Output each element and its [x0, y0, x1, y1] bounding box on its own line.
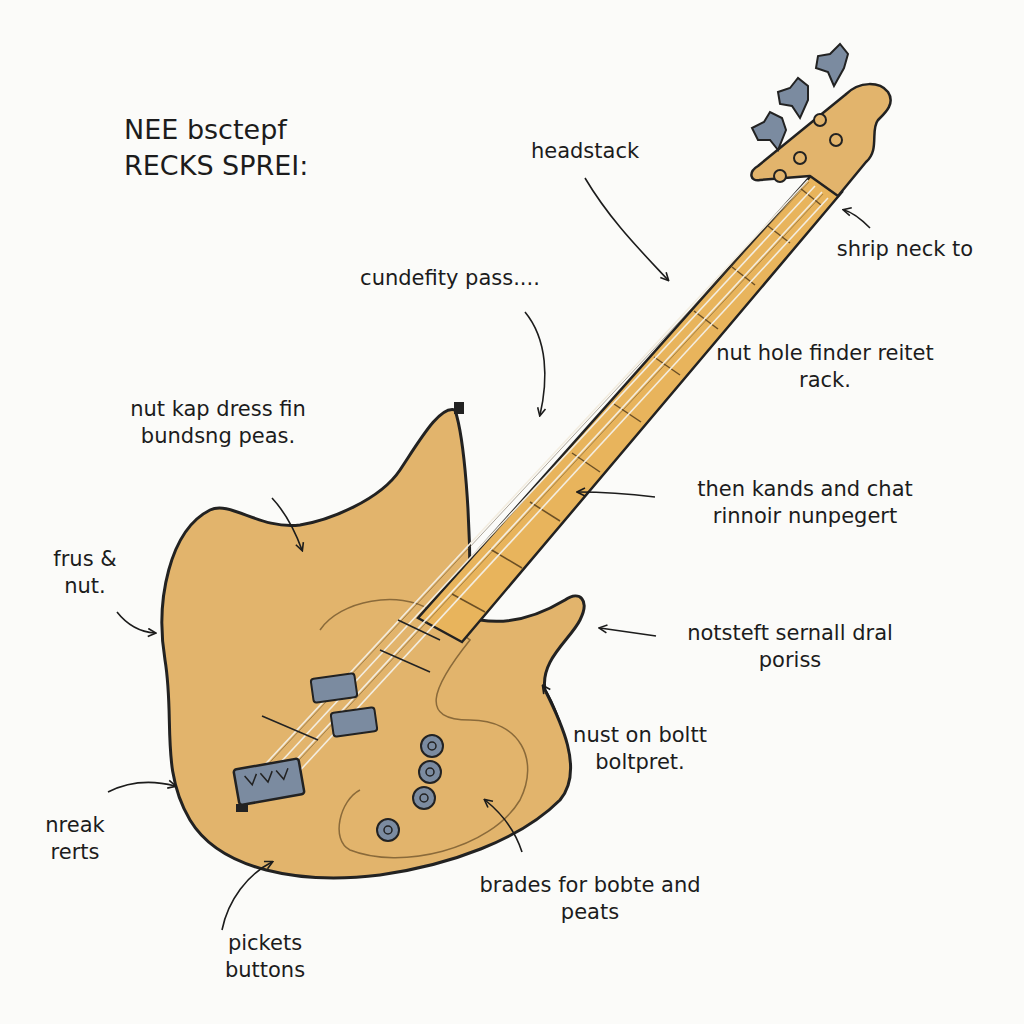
pickguard — [320, 600, 528, 858]
part-label: cundefity pass.... — [355, 265, 545, 292]
part-label: headstack — [500, 138, 670, 165]
heading: NEE bsctepf RECKS SPREI: — [124, 112, 384, 185]
frets — [452, 188, 821, 612]
part-label: shrip neck to — [830, 236, 980, 263]
bridge — [233, 758, 304, 805]
tuner-posts — [774, 114, 842, 182]
headstock — [751, 84, 890, 196]
neck — [418, 170, 842, 642]
part-label: nust on boltt boltpret. — [535, 722, 745, 777]
part-label: frus & nut. — [30, 546, 140, 601]
end-pin — [236, 804, 248, 812]
part-label: pickets buttons — [195, 930, 335, 985]
part-label: then kands and chat rinnoir nunpegert — [660, 476, 950, 531]
part-label: brades for bobte and peats — [450, 872, 730, 927]
part-label: notsteft sernall dral poriss — [665, 620, 915, 675]
strap-button — [454, 402, 464, 414]
part-label: nut kap dress fin bundsng peas. — [128, 396, 308, 451]
pickup — [331, 707, 378, 737]
leader-arrows — [108, 178, 870, 930]
guitar-body — [162, 410, 584, 878]
control-knobs — [377, 735, 443, 841]
part-label: nut hole finder reitet rack. — [700, 340, 950, 395]
knob-centers — [384, 742, 436, 834]
part-label: nreak rerts — [20, 812, 130, 867]
pickup-lines — [262, 620, 440, 740]
pickup — [311, 673, 358, 703]
tuning-pegs — [752, 44, 848, 150]
